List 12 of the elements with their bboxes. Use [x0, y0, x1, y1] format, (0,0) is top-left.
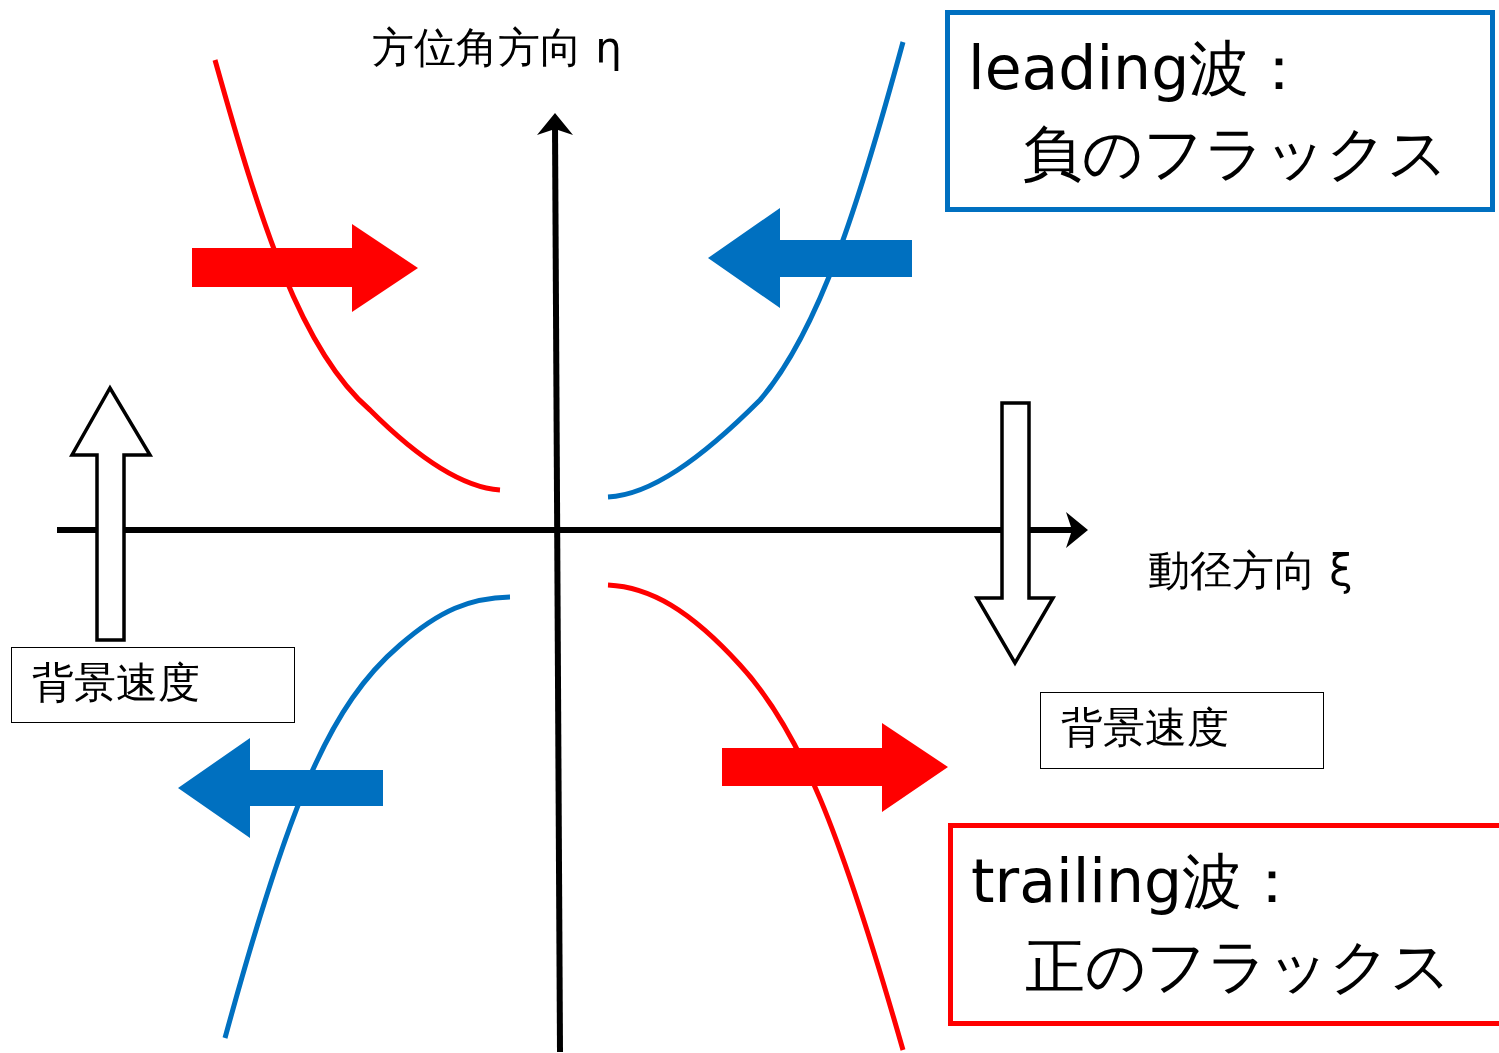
- box-heading: leading波：: [968, 35, 1310, 101]
- label-box: [11, 647, 295, 723]
- info-box: [948, 823, 1499, 1026]
- box-heading: trailing波：: [971, 848, 1303, 914]
- label-box: [1040, 692, 1324, 769]
- info-box: [945, 10, 1495, 212]
- box-label: 背景速度: [1061, 705, 1229, 752]
- box-label: 背景速度: [32, 660, 200, 707]
- axis-label: 方位角方向 η: [372, 22, 622, 74]
- box-text: 負のフラックス: [1022, 120, 1448, 186]
- axis-label: 動径方向 ξ: [1148, 545, 1353, 597]
- box-text: 正のフラックス: [1025, 933, 1451, 999]
